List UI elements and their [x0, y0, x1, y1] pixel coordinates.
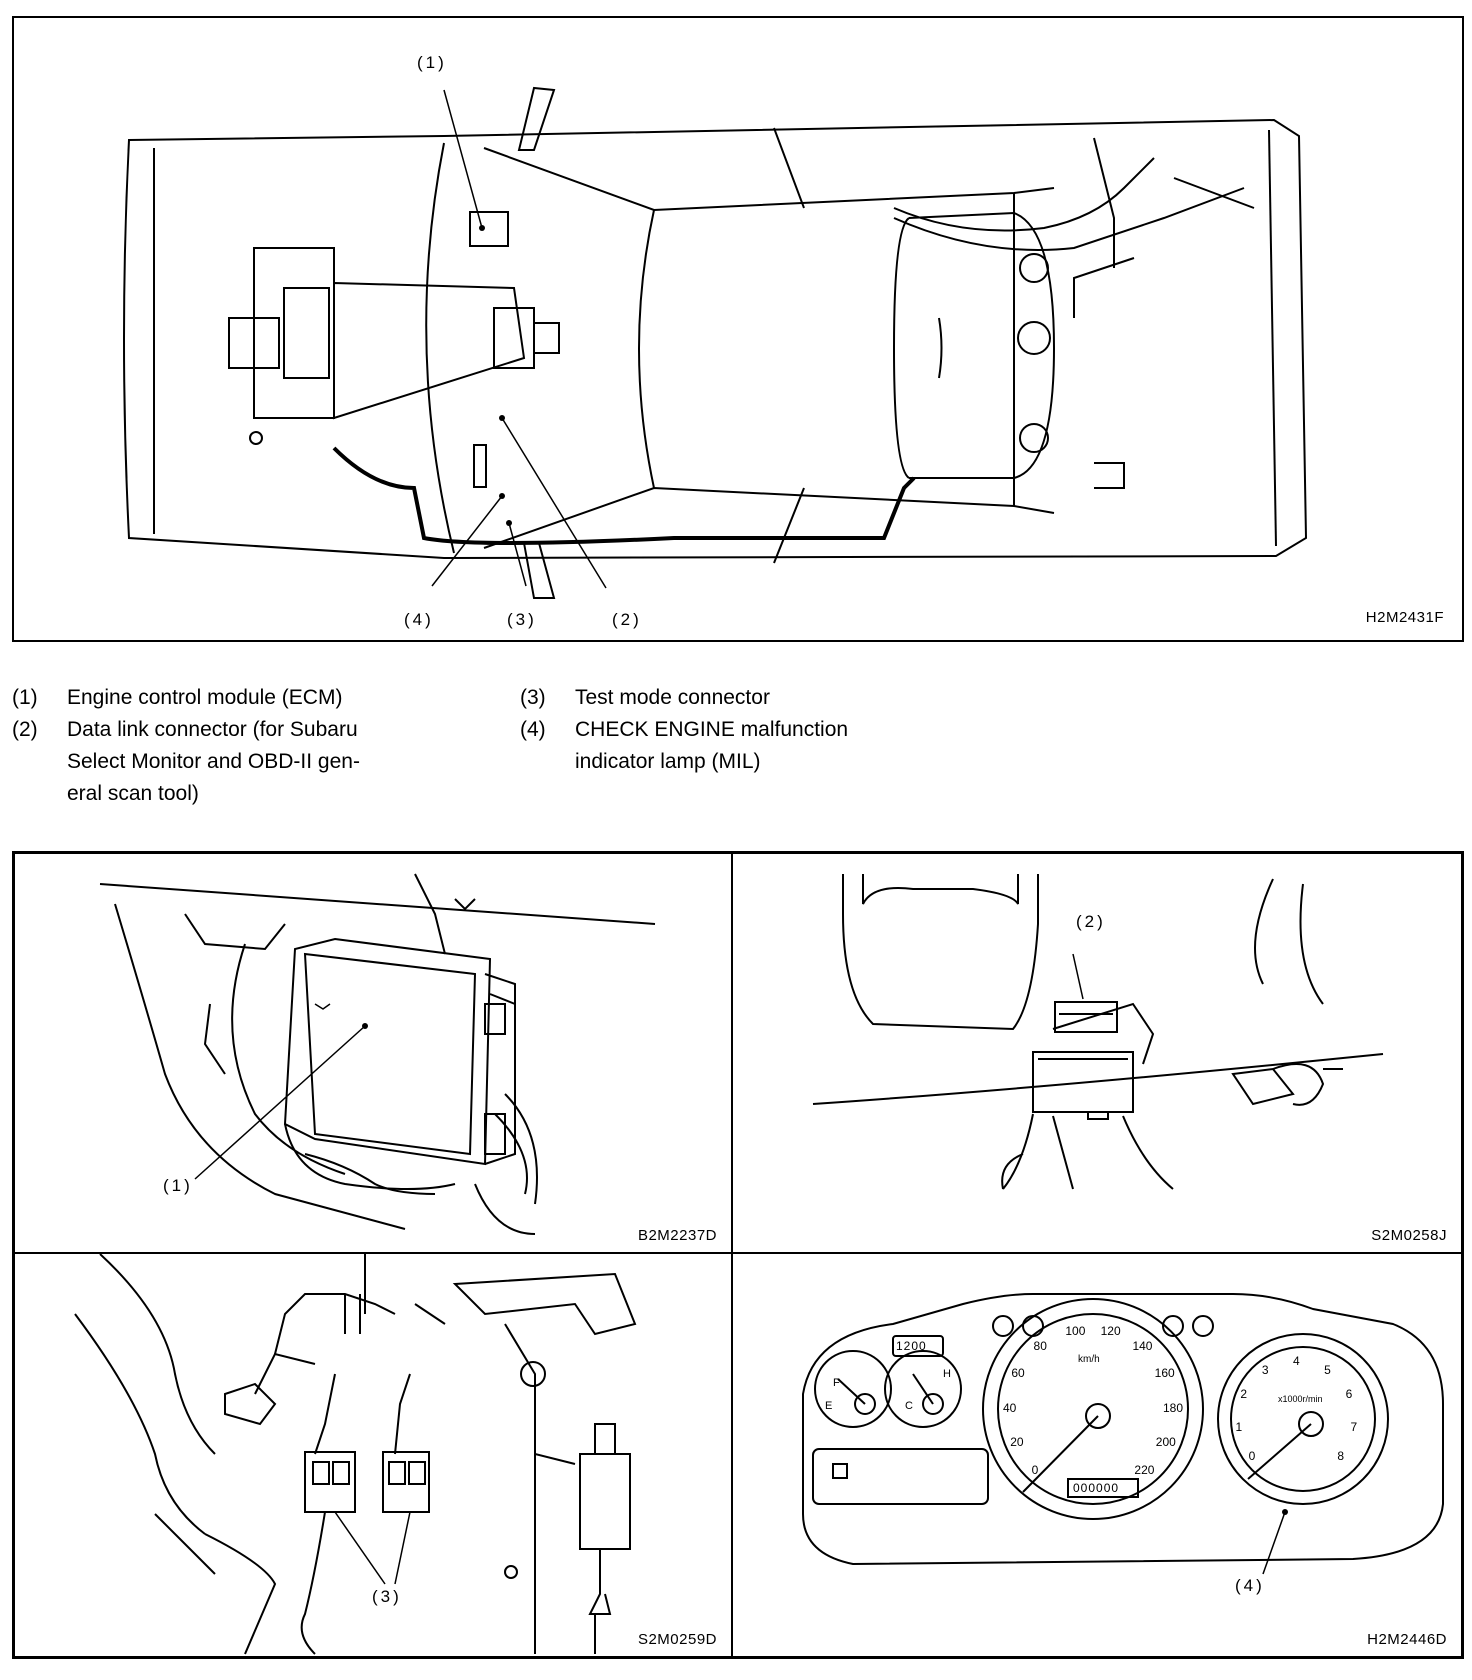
callout-1: (1): [417, 53, 447, 72]
callout-2: (2): [612, 610, 642, 629]
gauge-tick-label: 180: [1162, 1400, 1184, 1415]
speed-unit: km/h: [1078, 1354, 1100, 1365]
gauge-tick-label: 200: [1155, 1435, 1176, 1450]
data-link-connector-panel: (2) S2M0258J: [733, 854, 1461, 1252]
legend-number: (4): [520, 718, 546, 741]
legend-text-line-1: CHECK ENGINE malfunction: [575, 718, 849, 741]
gauge-tick-label: 60: [1011, 1366, 1025, 1381]
figure-code: S2M0258J: [1371, 1227, 1447, 1244]
fuel-full-mark: F: [833, 1377, 840, 1389]
gauge-tick-label: 5: [1324, 1363, 1331, 1378]
gauge-tick-label: 120: [1100, 1323, 1121, 1338]
gauge-tick-label: 40: [1003, 1400, 1017, 1415]
detail-figure-grid: (1) B2M2237D: [12, 851, 1464, 1659]
gauge-tick-label: 2: [1240, 1387, 1248, 1402]
gauge-tick-label: 1: [1235, 1419, 1243, 1434]
callout-1: (1): [163, 1176, 193, 1195]
callout-4: (4): [1235, 1576, 1265, 1595]
fuel-empty-mark: E: [825, 1400, 833, 1412]
callout-2: (2): [1076, 912, 1106, 931]
vehicle-overview-diagram: (1) (4) (3) (2) H2M2431F: [12, 16, 1464, 642]
callout-4: (4): [404, 610, 434, 629]
odometer-readout: 000000: [1073, 1481, 1120, 1495]
legend-item-2: (2) Data link connector (for Subaru Sele…: [12, 714, 472, 814]
gauge-tick-label: 8: [1337, 1449, 1345, 1464]
ecm-drawing: [99, 873, 656, 1235]
gauge-tick-label: 0: [1031, 1463, 1039, 1478]
vehicle-outline-drawing: [123, 86, 1308, 599]
legend-number: (1): [12, 686, 38, 709]
test-mode-drawing: [74, 1254, 637, 1655]
gauge-tick-label: 7: [1350, 1419, 1358, 1434]
ecm-location-panel: (1) B2M2237D: [15, 854, 731, 1252]
legend-number: (3): [520, 686, 546, 709]
grid-divider-vertical: [731, 854, 733, 1656]
legend-text-line-1: Data link connector (for Subaru: [67, 718, 358, 741]
instrument-cluster-drawing: [802, 1293, 1444, 1575]
gauge-tick-label: 6: [1345, 1387, 1353, 1402]
gauge-tick-label: 220: [1134, 1463, 1155, 1478]
figure-code: H2M2446D: [1367, 1631, 1447, 1648]
gauge-tick-label: 160: [1154, 1366, 1175, 1381]
legend-number: (2): [12, 718, 38, 741]
gauge-tick-label: 80: [1033, 1339, 1047, 1354]
grid-divider-horizontal: [15, 1252, 1461, 1254]
legend-text-line-3: eral scan tool): [67, 782, 199, 805]
callout-3: (3): [507, 610, 537, 629]
callout-3: (3): [372, 1587, 402, 1606]
test-mode-connector-panel: (3) S2M0259D: [15, 1254, 731, 1656]
gauge-tick-label: 20: [1010, 1435, 1024, 1450]
trip-readout: 1200: [896, 1339, 927, 1353]
temp-hot-mark: H: [943, 1368, 951, 1380]
legend-text: Test mode connector: [575, 686, 770, 709]
gauge-tick-label: 100: [1065, 1323, 1086, 1338]
figure-code: S2M0259D: [637, 1631, 717, 1648]
gauge-tick-label: 140: [1132, 1339, 1153, 1354]
temp-cold-mark: C: [905, 1400, 913, 1412]
gauge-tick-label: 4: [1293, 1354, 1300, 1368]
legend-item-4: (4) CHECK ENGINE malfunction indicator l…: [520, 714, 960, 784]
legend-text-line-2: indicator lamp (MIL): [575, 750, 761, 773]
legend-text: Engine control module (ECM): [67, 686, 343, 709]
legend-text-line-2: Select Monitor and OBD-II gen-: [67, 750, 360, 773]
data-link-drawing: [812, 874, 1384, 1190]
tach-unit: x1000r/min: [1278, 1394, 1323, 1404]
gauge-tick-label: 0: [1248, 1449, 1256, 1464]
figure-code: B2M2237D: [637, 1227, 717, 1244]
figure-code: H2M2431F: [1365, 609, 1444, 626]
gauge-tick-label: 3: [1261, 1363, 1269, 1378]
